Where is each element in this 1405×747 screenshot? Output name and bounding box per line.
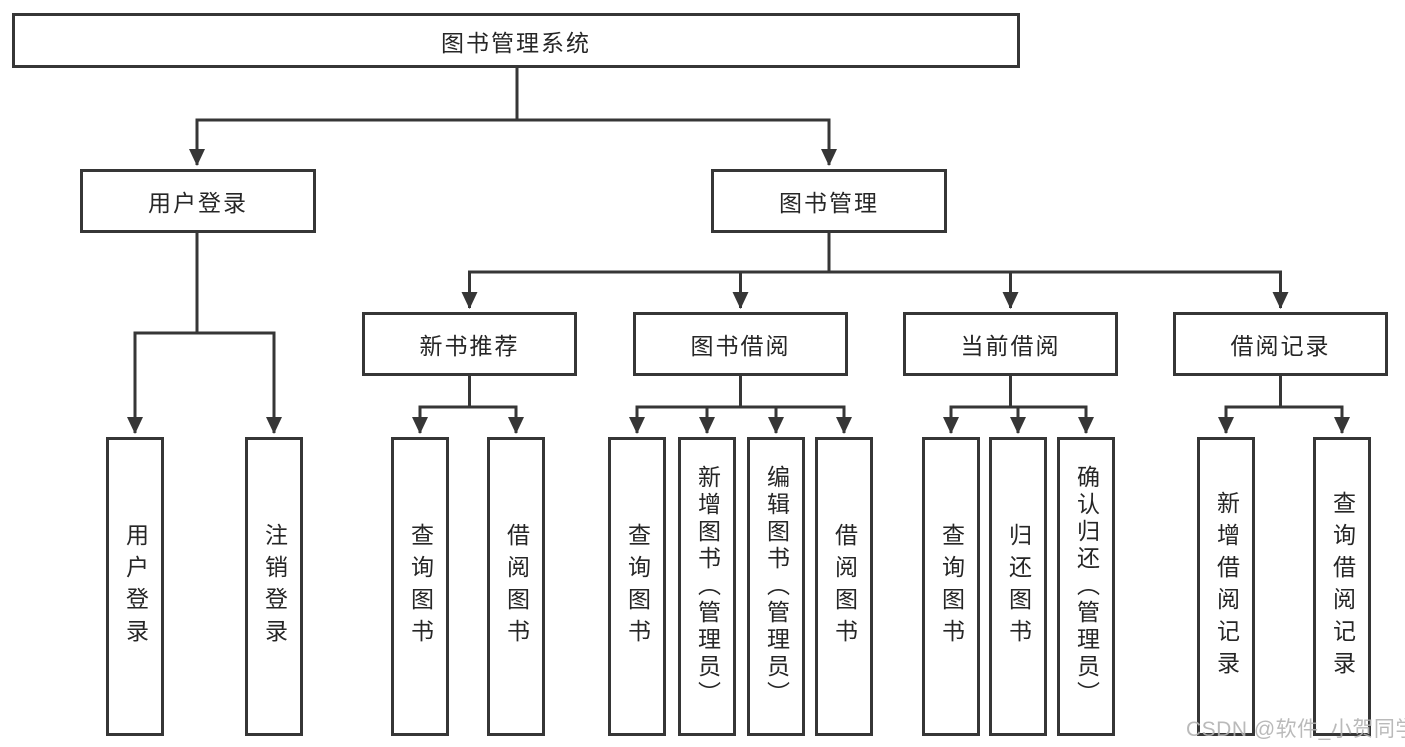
node-new-book-recommendation-label: 新书推荐 xyxy=(419,333,520,359)
node-library-system: 图书管理系统 xyxy=(12,13,1020,68)
leaf-borrow-query-book: 查询图书 xyxy=(608,437,666,736)
leaf-borrow-book: 借阅图书 xyxy=(815,437,873,736)
leaf-user-login: 用户登录 xyxy=(106,437,164,736)
leaf-confirm-return-admin: 确认归还（管理员） xyxy=(1057,437,1115,736)
csdn-watermark: CSDN @软件_小贺同学 xyxy=(1186,718,1405,741)
leaf-recommend-query-book: 查询图书 xyxy=(391,437,449,736)
leaf-return-book-label: 归还图书 xyxy=(1005,522,1032,651)
leaf-query-borrow-record: 查询借阅记录 xyxy=(1313,437,1371,736)
node-borrowing-records-label: 借阅记录 xyxy=(1230,333,1331,359)
node-library-system-label: 图书管理系统 xyxy=(441,29,591,56)
leaf-user-login-label: 用户登录 xyxy=(122,522,149,651)
leaf-add-borrow-record-label: 新增借阅记录 xyxy=(1213,490,1240,683)
leaf-logout: 注销登录 xyxy=(245,437,303,736)
node-new-book-recommendation: 新书推荐 xyxy=(362,312,577,376)
node-borrowing-records: 借阅记录 xyxy=(1173,312,1388,376)
leaf-return-book: 归还图书 xyxy=(989,437,1047,736)
leaf-add-book-admin: 新增图书（管理员） xyxy=(678,437,736,736)
leaf-logout-label: 注销登录 xyxy=(261,522,288,651)
leaf-recommend-query-book-label: 查询图书 xyxy=(407,522,434,651)
leaf-add-borrow-record: 新增借阅记录 xyxy=(1197,437,1255,736)
leaf-borrow-query-book-label: 查询图书 xyxy=(624,522,651,651)
node-book-borrowing-label: 图书借阅 xyxy=(690,333,791,359)
node-book-management: 图书管理 xyxy=(711,169,947,233)
node-book-management-label: 图书管理 xyxy=(779,190,879,216)
leaf-recommend-borrow-book-label: 借阅图书 xyxy=(503,522,530,651)
node-user-login-branch-label: 用户登录 xyxy=(148,190,248,216)
leaf-add-book-admin-label: 新增图书（管理员） xyxy=(694,465,721,708)
leaf-query-borrow-record-label: 查询借阅记录 xyxy=(1329,490,1356,683)
node-book-borrowing: 图书借阅 xyxy=(633,312,848,376)
node-current-borrowing: 当前借阅 xyxy=(903,312,1118,376)
leaf-current-query-book-label: 查询图书 xyxy=(938,522,965,651)
leaf-edit-book-admin-label: 编辑图书（管理员） xyxy=(763,465,790,708)
node-current-borrowing-label: 当前借阅 xyxy=(960,333,1061,359)
node-user-login-branch: 用户登录 xyxy=(80,169,316,233)
leaf-borrow-book-label: 借阅图书 xyxy=(831,522,858,651)
leaf-recommend-borrow-book: 借阅图书 xyxy=(487,437,545,736)
leaf-confirm-return-admin-label: 确认归还（管理员） xyxy=(1073,465,1100,708)
leaf-current-query-book: 查询图书 xyxy=(922,437,980,736)
leaf-edit-book-admin: 编辑图书（管理员） xyxy=(747,437,805,736)
